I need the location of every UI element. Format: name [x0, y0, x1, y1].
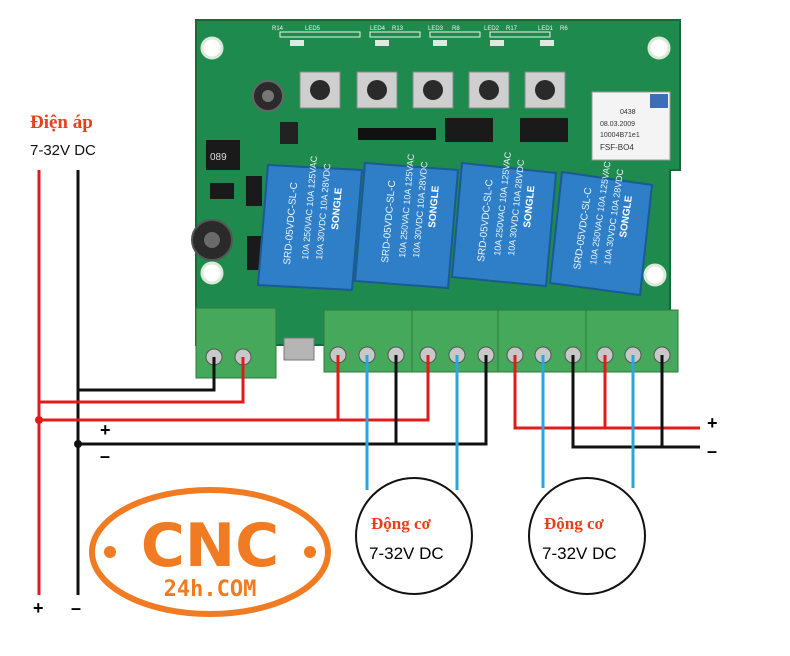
inductor-label: 089: [210, 152, 227, 163]
power-terminal: [195, 307, 277, 379]
supply-minus-label: –: [71, 598, 82, 618]
output-wires: [513, 355, 700, 449]
module-text-1: FSF-BO4: [600, 143, 634, 152]
led-silkscreen-label: R13: [392, 26, 404, 32]
output-plus-label: +: [707, 413, 718, 433]
led-silkscreen-label: R17: [506, 26, 518, 32]
module-text-2: 10004B71e1: [600, 132, 640, 139]
motor-wires: [365, 355, 635, 490]
relay-2-brand: SONGLE: [427, 185, 442, 228]
motor-2-title: Động cơ: [544, 514, 604, 533]
logo-sub-text: 24h.COM: [164, 577, 257, 602]
motor-1-circle: [355, 477, 473, 595]
module-text-4: 0438: [620, 109, 636, 116]
relays: SRD-05VDC-SL-C 10A 250VAC 10A 125VAC 10A…: [256, 151, 654, 297]
motor-1-title: Động cơ: [371, 514, 431, 533]
led-silkscreen-label: LED5: [305, 26, 321, 32]
usb-port: [283, 337, 315, 361]
wifi-module: FSF-BO4 10004B71e1 08.03.2009 0438: [591, 91, 671, 161]
logo-main-text: CNC: [141, 511, 279, 581]
motor-2-circle: [528, 477, 646, 595]
relay-1-brand: SONGLE: [330, 187, 345, 230]
led-silkscreen-label: R8: [452, 26, 460, 32]
supply-plus-label: +: [33, 598, 44, 618]
bus-plus-label: +: [100, 420, 111, 440]
led-silkscreen-label: R6: [560, 26, 568, 32]
led-silkscreen-label: LED4: [370, 26, 386, 32]
relay-3-brand: SONGLE: [522, 185, 537, 228]
bus-minus-label: –: [100, 446, 111, 466]
relay-4: SRD-05VDC-SL-C 10A 250VAC 10A 125VAC 10A…: [548, 160, 654, 297]
led-silkscreen-label: LED2: [484, 26, 500, 32]
supply-wires: [35, 170, 488, 595]
cnc24h-logo: CNC 24h.COM: [89, 487, 331, 617]
output-minus-label: –: [707, 441, 718, 461]
relay-1: SRD-05VDC-SL-C 10A 250VAC 10A 125VAC 10A…: [256, 155, 364, 292]
motor-1-voltage: 7-32V DC: [369, 544, 444, 563]
supply-voltage-range: 7-32V DC: [30, 142, 96, 159]
relay-2: SRD-05VDC-SL-C 10A 250VAC 10A 125VAC 10A…: [353, 153, 460, 290]
relay-terminals: [323, 309, 679, 373]
push-buttons: [299, 71, 566, 109]
motor-2-voltage: 7-32V DC: [542, 544, 617, 563]
relay-3: SRD-05VDC-SL-C 10A 250VAC 10A 125VAC 10A…: [450, 151, 558, 288]
led-silkscreen-label: LED1: [538, 26, 554, 32]
module-text-3: 08.03.2009: [600, 121, 635, 128]
led-silkscreen-label: LED3: [428, 26, 444, 32]
led-silkscreen-label: R14: [272, 26, 284, 32]
supply-title: Điện áp: [30, 112, 93, 133]
